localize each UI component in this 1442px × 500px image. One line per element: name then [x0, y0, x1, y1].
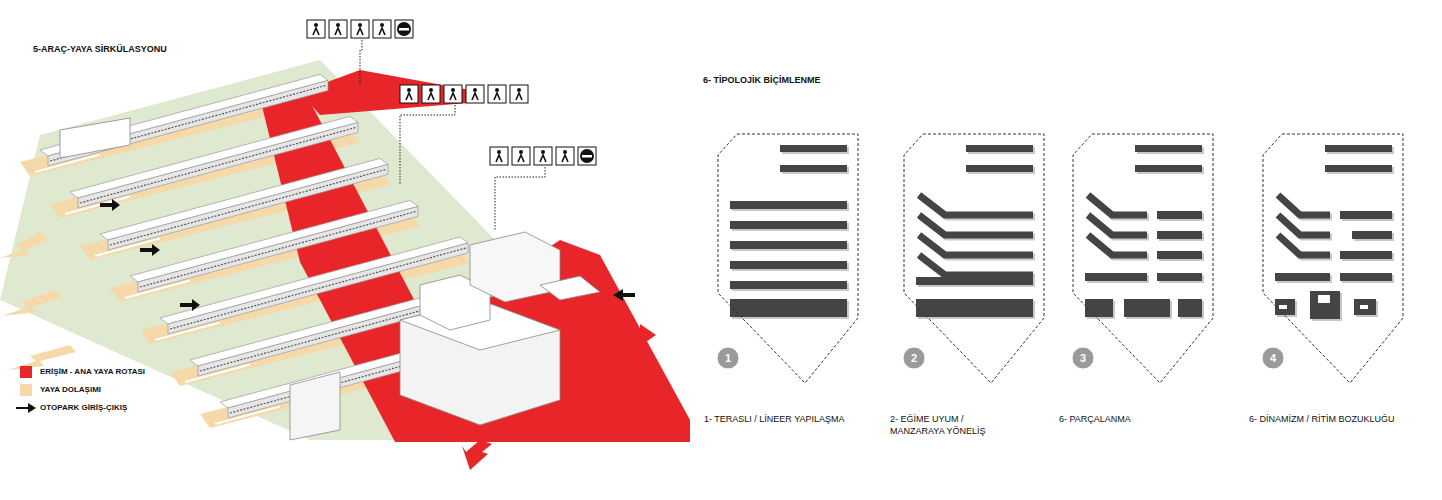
callout-number: 1	[716, 346, 740, 370]
dashed-outline	[903, 133, 1046, 385]
center-complex	[60, 118, 600, 440]
legend-swatch	[20, 366, 32, 378]
typology-panel: 6- DİNAMİZM / RİTİM BOZUKLUĞU4	[1262, 133, 1405, 385]
red-arrows	[462, 324, 676, 470]
route-top	[300, 70, 480, 115]
typology-panel: 1- TERASLI / LİNEER YAPILAŞMA1	[717, 133, 860, 385]
number-circle: 3	[1071, 346, 1095, 370]
building-front	[138, 206, 418, 292]
typology-bars	[730, 145, 1394, 321]
panel-caption: 6- PARÇALANMA	[1059, 413, 1209, 425]
number-circle: 1	[716, 346, 740, 370]
callout-number: 3	[1071, 346, 1095, 370]
building-front	[108, 164, 388, 250]
typology-panel: 6- PARÇALANMA3	[1072, 133, 1215, 385]
building-front	[48, 80, 328, 166]
diagram-title: 5-ARAÇ-YAYA SİRKÜLASYONU	[33, 44, 167, 54]
legend-text: ERİŞİM - ANA YAYA ROTASI	[40, 367, 145, 376]
section-heading: 6- TİPOLOJİK BİÇİMLENME	[703, 75, 821, 85]
number-circle: 4	[1261, 346, 1285, 370]
callout-number: 4	[1261, 346, 1285, 370]
dashed-outline	[1072, 133, 1215, 385]
parking-arrows	[100, 199, 635, 311]
icon-groups	[307, 20, 596, 230]
panel-caption: 1- TERASLI / LİNEER YAPILAŞMA	[704, 413, 854, 425]
number-circle: 2	[902, 346, 926, 370]
panel-caption: 2- EĞİME UYUM / MANZARAYA YÖNELİŞ	[890, 413, 1010, 437]
legend-text: YAYA DOLAŞIMI	[40, 385, 101, 394]
dashed-outline	[717, 133, 860, 385]
typology-panel: 2- EĞİME UYUM / MANZARAYA YÖNELİŞ2	[903, 133, 1046, 385]
dashed-outline	[1262, 133, 1405, 385]
callout-number: 2	[902, 346, 926, 370]
legend-swatch	[20, 384, 32, 396]
legend-text: OTOPARK GİRİŞ-ÇIKIŞ	[40, 403, 127, 412]
panel-caption: 6- DİNAMİZM / RİTİM BOZUKLUĞU	[1249, 413, 1409, 425]
legend-arrow	[16, 402, 36, 414]
tan-arrows	[0, 232, 76, 370]
